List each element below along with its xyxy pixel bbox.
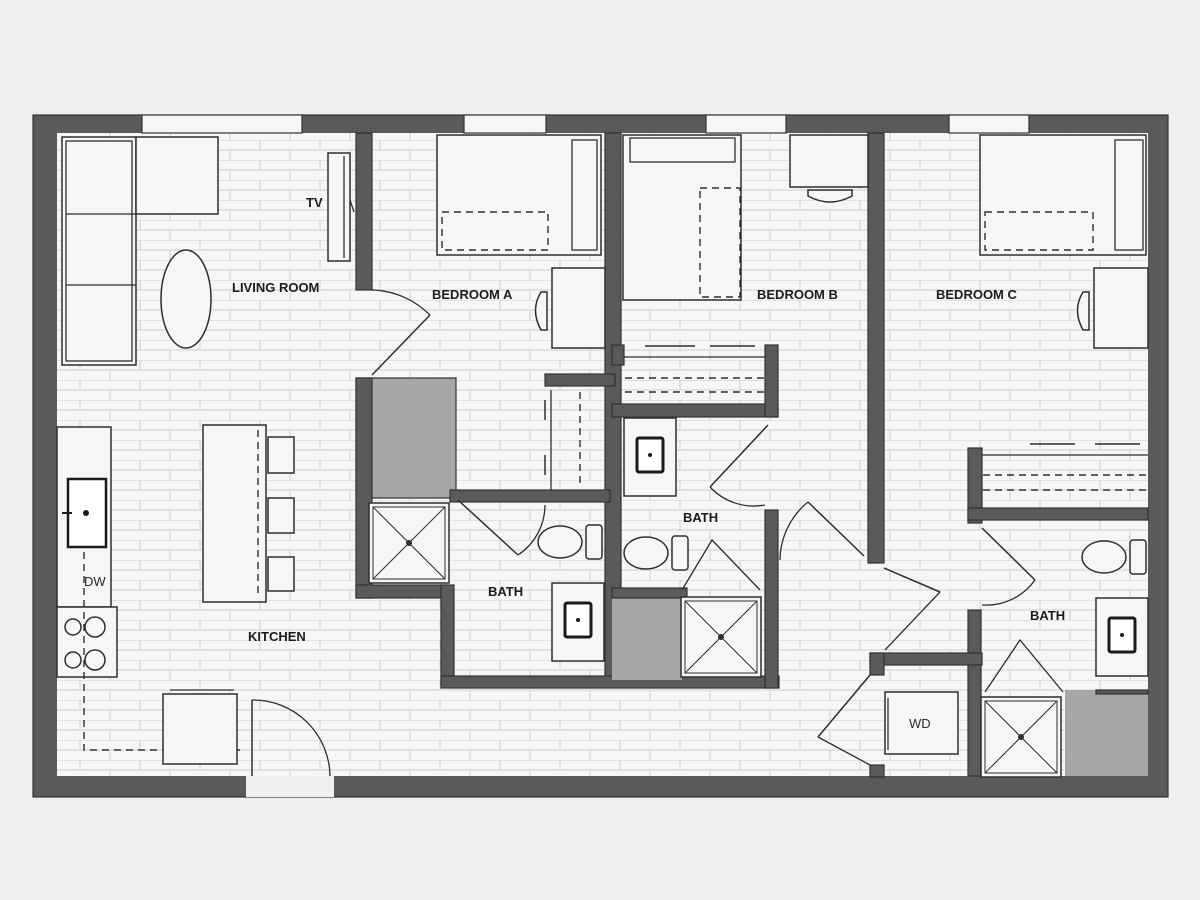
bar-stool xyxy=(267,436,295,474)
desk xyxy=(1093,267,1149,349)
window xyxy=(463,114,547,134)
interior-wall xyxy=(440,675,780,689)
interior-wall xyxy=(611,587,688,599)
interior-wall xyxy=(544,373,616,387)
toilet xyxy=(623,535,689,571)
fixture-label-dishwasher: DW xyxy=(84,574,106,589)
sink xyxy=(622,416,678,498)
interior-wall xyxy=(764,509,779,689)
shower xyxy=(680,596,762,678)
interior-wall xyxy=(355,584,449,599)
fixture-label-tv: TV xyxy=(306,195,323,210)
window xyxy=(948,114,1030,134)
interior-wall xyxy=(867,132,885,564)
room-label-living-room: LIVING ROOM xyxy=(232,280,319,295)
stove-burner xyxy=(84,616,106,638)
coffee-table xyxy=(160,249,212,349)
toilet xyxy=(537,524,603,560)
interior-wall xyxy=(440,584,455,686)
bed xyxy=(436,134,602,256)
sofa xyxy=(61,136,137,366)
desk-chair xyxy=(807,189,853,203)
interior-wall xyxy=(967,447,983,524)
room-label-bedroom-b: BEDROOM B xyxy=(757,287,838,302)
room-label-bedroom-c: BEDROOM C xyxy=(936,287,1018,302)
room-label-kitchen: KITCHEN xyxy=(248,629,306,644)
bedroom-c-door xyxy=(883,567,941,593)
desk-chair xyxy=(534,291,548,331)
window xyxy=(705,114,787,134)
room-label-bedroom-a: BEDROOM A xyxy=(432,287,513,302)
tv-console xyxy=(327,152,351,262)
interior-wall xyxy=(355,132,373,291)
room-label-bath-a: BATH xyxy=(488,584,523,599)
bar-stool xyxy=(267,497,295,534)
desk xyxy=(551,267,606,349)
interior-wall xyxy=(611,344,625,366)
sink xyxy=(550,581,606,663)
poche xyxy=(1065,690,1148,776)
bed xyxy=(622,134,742,301)
bed xyxy=(979,134,1147,256)
poche xyxy=(612,592,682,680)
kitchen-island xyxy=(202,424,267,603)
interior-wall xyxy=(967,507,1149,521)
interior-wall xyxy=(1095,689,1149,695)
interior-wall xyxy=(967,609,982,777)
sofa-chaise xyxy=(135,136,219,215)
interior-wall xyxy=(869,652,983,666)
interior-wall xyxy=(869,764,885,778)
interior-wall xyxy=(611,403,779,418)
shower xyxy=(980,696,1062,778)
desk-chair xyxy=(1076,291,1090,331)
stove-burner xyxy=(64,618,82,636)
room-label-bath-c: BATH xyxy=(1030,608,1065,623)
shower xyxy=(368,502,450,584)
bar-stool xyxy=(267,556,295,592)
interior-wall xyxy=(869,652,885,676)
stove-burner xyxy=(84,649,106,671)
window xyxy=(141,114,303,134)
washer-dryer xyxy=(884,691,959,755)
interior-wall xyxy=(449,489,611,503)
bedroom-a-door xyxy=(371,314,431,376)
refrigerator xyxy=(162,693,238,765)
stove-burner xyxy=(64,651,82,669)
bedroom-b-door xyxy=(807,501,865,557)
sink xyxy=(1094,596,1150,678)
toilet xyxy=(1081,539,1147,575)
entry-opening xyxy=(246,776,334,797)
interior-wall xyxy=(764,344,779,418)
fixture-label-washer-dryer: WD xyxy=(909,716,931,731)
desk xyxy=(789,134,869,188)
room-label-bath-b: BATH xyxy=(683,510,718,525)
